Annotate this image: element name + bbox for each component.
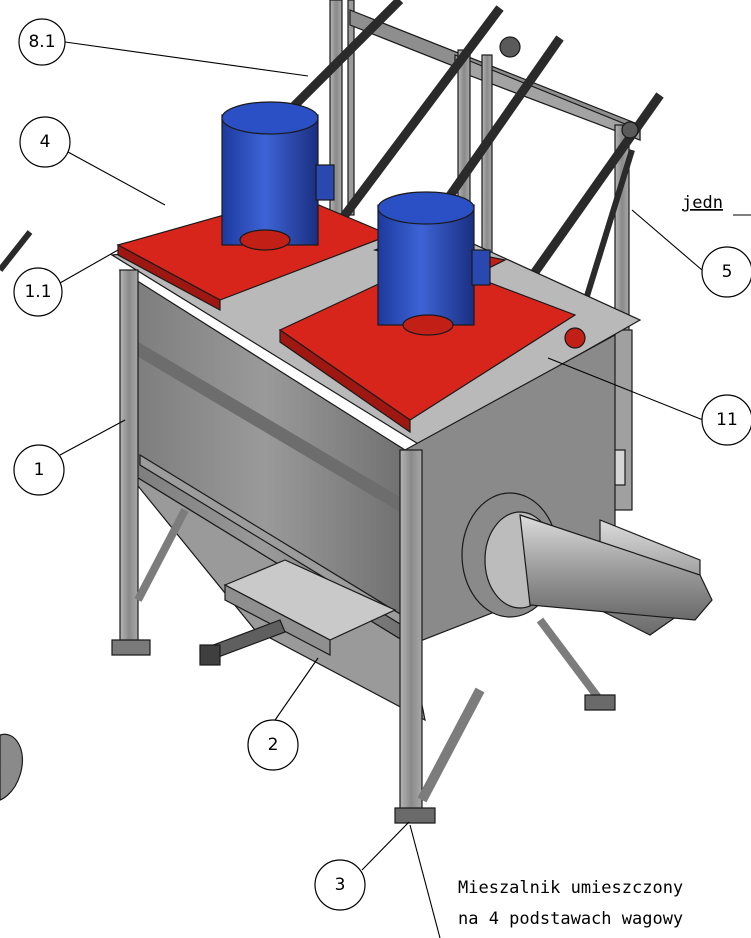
callout-label: 11: [716, 410, 738, 430]
callout-1-1: 1.1: [13, 267, 63, 317]
outlet-pipes: [461, 492, 713, 636]
callout-label: 2: [268, 735, 279, 755]
callout-label: 1: [34, 460, 45, 480]
note-line-1: Mieszalnik umieszczony: [458, 878, 683, 898]
slide-gate: [199, 559, 397, 666]
callout-label: 1.1: [24, 282, 51, 302]
callout-label: 4: [40, 132, 51, 152]
legs: [111, 269, 616, 824]
callout-8-1: 8.1: [18, 18, 66, 66]
callout-4: 4: [19, 116, 71, 168]
callout-5: 5: [701, 246, 751, 298]
callout-label: 3: [335, 875, 346, 895]
motors: [221, 101, 491, 336]
callout-label: 8.1: [28, 32, 55, 52]
callout-1: 1: [13, 444, 65, 496]
callout-label: 5: [722, 262, 733, 282]
callout-3: 3: [314, 859, 366, 911]
note-line-2: na 4 podstawach wagowy: [458, 909, 683, 929]
partial-object-left: [0, 733, 24, 801]
callout-11: 11: [701, 394, 751, 446]
side-note: jedn: [682, 193, 723, 213]
callout-2: 2: [247, 719, 299, 771]
leader-lines: [59, 41, 751, 938]
